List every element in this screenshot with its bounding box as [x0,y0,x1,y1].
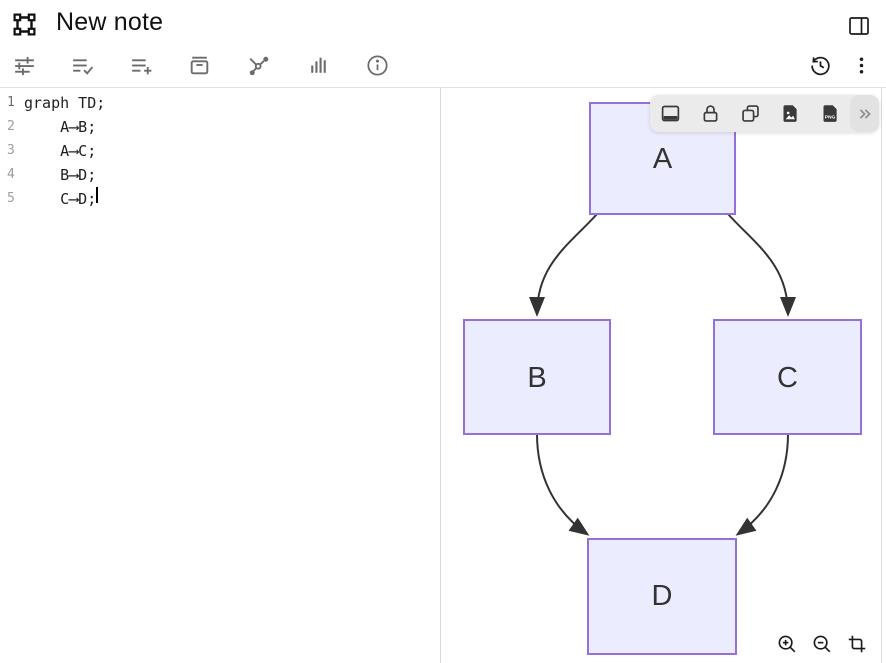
code-text: A⟶C; [24,142,97,160]
edge-B-D [536,433,590,536]
flowchart-icon[interactable] [244,51,272,79]
panel-right-icon[interactable] [847,14,871,38]
png-file-icon[interactable]: PNG [810,95,850,132]
code-text: B⟶D; [24,166,97,184]
sliders-icon[interactable] [10,51,38,79]
preview-right-border [881,88,882,663]
content-split: 1 graph TD; 2 A⟶B; 3 A⟶C; 4 B⟶D; 5 C⟶D; [0,88,886,663]
edge-A-B [529,213,598,317]
bar-chart-icon[interactable] [304,51,332,79]
text-caret [96,187,98,203]
node-C[interactable]: C [713,319,862,435]
code-line[interactable]: 2 A⟶B; [0,115,440,139]
info-icon[interactable] [363,51,391,79]
kebab-menu-icon[interactable] [847,51,875,79]
line-number: 3 [7,143,15,158]
image-file-icon[interactable] [770,95,810,132]
node-D[interactable]: D [587,538,737,655]
node-label: A [653,143,673,175]
node-label: D [652,580,673,612]
list-check-icon[interactable] [68,51,96,79]
page-title: New note [56,8,164,36]
line-number: 2 [7,119,15,134]
chevrons-right-icon[interactable] [850,95,879,132]
code-text: graph TD; [24,94,106,112]
zoom-controls [775,632,869,656]
edge-A-C [727,213,796,317]
line-number: 5 [7,191,15,206]
code-text: C⟶D; [24,190,97,208]
app-logo-icon [12,12,37,37]
line-number: 4 [7,167,15,182]
main-toolbar [0,48,886,88]
node-label: C [777,362,798,394]
panel-bottom-icon[interactable] [650,95,690,132]
crop-icon[interactable] [845,632,869,656]
copy-icon[interactable] [730,95,770,132]
code-line[interactable]: 4 B⟶D; [0,163,440,187]
list-add-icon[interactable] [127,51,155,79]
zoom-in-icon[interactable] [775,632,799,656]
code-editor[interactable]: 1 graph TD; 2 A⟶B; 3 A⟶C; 4 B⟶D; 5 C⟶D; [0,88,441,663]
code-text: A⟶B; [24,118,97,136]
app-header: New note [0,0,886,48]
flowchart-svg: A B C D [463,102,862,655]
node-B[interactable]: B [463,319,611,435]
png-label: PNG [824,114,835,120]
diagram-preview[interactable]: A B C D [441,88,886,663]
diagram-toolbar: PNG [650,95,879,132]
node-label: B [527,362,546,394]
zoom-out-icon[interactable] [810,632,834,656]
history-icon[interactable] [806,51,834,79]
lock-icon[interactable] [690,95,730,132]
archive-icon[interactable] [185,51,213,79]
line-number: 1 [7,95,15,110]
code-line[interactable]: 3 A⟶C; [0,139,440,163]
edge-C-D [735,433,789,536]
code-line[interactable]: 1 graph TD; [0,91,440,115]
code-line[interactable]: 5 C⟶D; [0,187,440,211]
